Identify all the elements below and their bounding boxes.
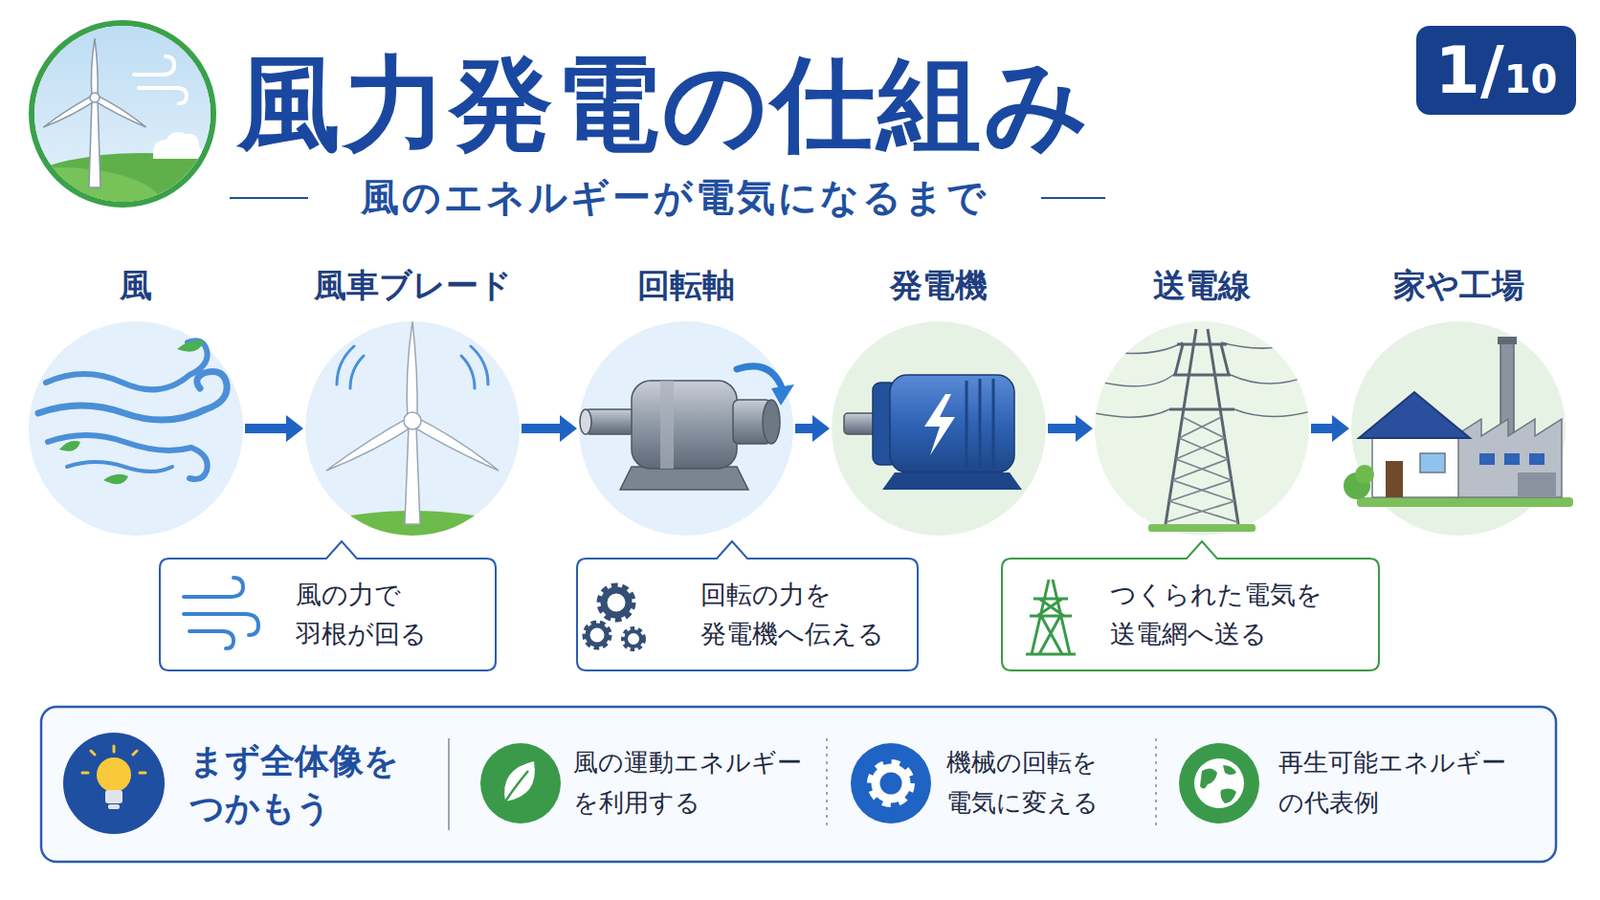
globe-icon — [1178, 743, 1260, 824]
divider — [447, 738, 450, 831]
callout-text: つくられた電気を 送電網へ送る — [1110, 576, 1331, 654]
stage-node: 風車ブレード — [305, 262, 520, 536]
callout-shape — [1001, 541, 1379, 671]
gear-icon — [850, 743, 932, 824]
leaf — [59, 340, 204, 485]
lattice-stroke — [1165, 501, 1238, 523]
stage-heading: 風車ブレード — [286, 266, 539, 305]
lattice-stroke — [1178, 417, 1225, 439]
logo — [0, 19, 278, 245]
flow-arrow — [1047, 415, 1093, 443]
callout-text: 回転の力を 発電機へ伝える — [700, 576, 895, 654]
summary-band: まず全体像を つかもう 風の運動エネルギー を利用する 機械の回転を 電気に変える 再… — [41, 707, 1556, 863]
arrow-shaft — [795, 423, 815, 434]
flow-arrow — [521, 415, 578, 443]
callout-text: 風の力で 羽根が回る — [295, 576, 451, 654]
callout-shape — [577, 541, 918, 671]
flow-arrow — [1311, 415, 1350, 443]
wind-turbine — [288, 321, 537, 584]
stage-heading: 家や工場 — [1332, 266, 1585, 305]
rule — [1041, 197, 1106, 200]
summary-band — [41, 707, 1556, 863]
bulb-icon — [63, 733, 165, 835]
stage-heading: 送電線 — [1075, 266, 1329, 305]
arrow-head — [1332, 415, 1350, 443]
subtitle: 風のエネルギーが電気になるまで — [315, 174, 1034, 221]
arrow-head — [559, 415, 578, 443]
wind-icon — [183, 577, 259, 649]
callout-box: つくられた電気を 送電網へ送る — [1001, 558, 1379, 671]
generator — [844, 375, 1023, 490]
arrow-head — [286, 415, 304, 443]
band-item: 風の運動エネルギー を利用する — [573, 743, 810, 823]
arrow-head — [1075, 415, 1093, 443]
stage-heading: 発電機 — [812, 266, 1066, 305]
arrow-shaft — [1311, 423, 1334, 434]
arrow-shaft — [1047, 423, 1078, 434]
stage-node: 発電機 — [831, 262, 1046, 536]
arrow-shaft — [521, 423, 562, 434]
flow-arrow — [795, 415, 830, 443]
stage-circles — [28, 321, 1566, 536]
stage-heading: 回転軸 — [559, 266, 813, 305]
callout-box: 風の力で 羽根が回る — [159, 558, 496, 671]
stage-heading: 風 — [9, 266, 263, 305]
callout-box: 回転の力を 発電機へ伝える — [577, 558, 918, 671]
house-factory — [1343, 336, 1574, 508]
wind-symbol — [38, 340, 227, 480]
lattice-stroke — [1176, 438, 1229, 460]
rule — [229, 197, 309, 200]
transmission-tower — [1094, 329, 1313, 533]
stage-node: 風 — [28, 262, 244, 536]
lattice-stroke — [1169, 480, 1235, 502]
divider — [825, 738, 828, 831]
arrow-shaft — [244, 423, 289, 434]
title: 風力発電の仕組み — [237, 42, 1093, 167]
flow-arrow — [244, 415, 304, 443]
lattice-stroke — [1172, 459, 1232, 481]
band-item: 機械の回転を 電気に変える — [946, 743, 1109, 823]
callout-shape — [159, 541, 496, 671]
stage-node: 送電線 — [1094, 262, 1310, 536]
arrow-head — [812, 415, 830, 443]
band-heading: まず全体像を つかもう — [189, 738, 414, 832]
stage-node: 回転軸 — [578, 262, 794, 536]
divider — [1155, 738, 1157, 831]
band-item: 再生可能エネルギー の代表例 — [1278, 743, 1515, 823]
leaf-icon — [480, 743, 561, 824]
rotating-shaft — [579, 366, 795, 490]
stage-node: 家や工場 — [1351, 262, 1566, 536]
gears-icon — [585, 587, 644, 649]
pylon-icon — [1025, 579, 1076, 655]
page-badge: 1/10 — [1416, 25, 1577, 115]
